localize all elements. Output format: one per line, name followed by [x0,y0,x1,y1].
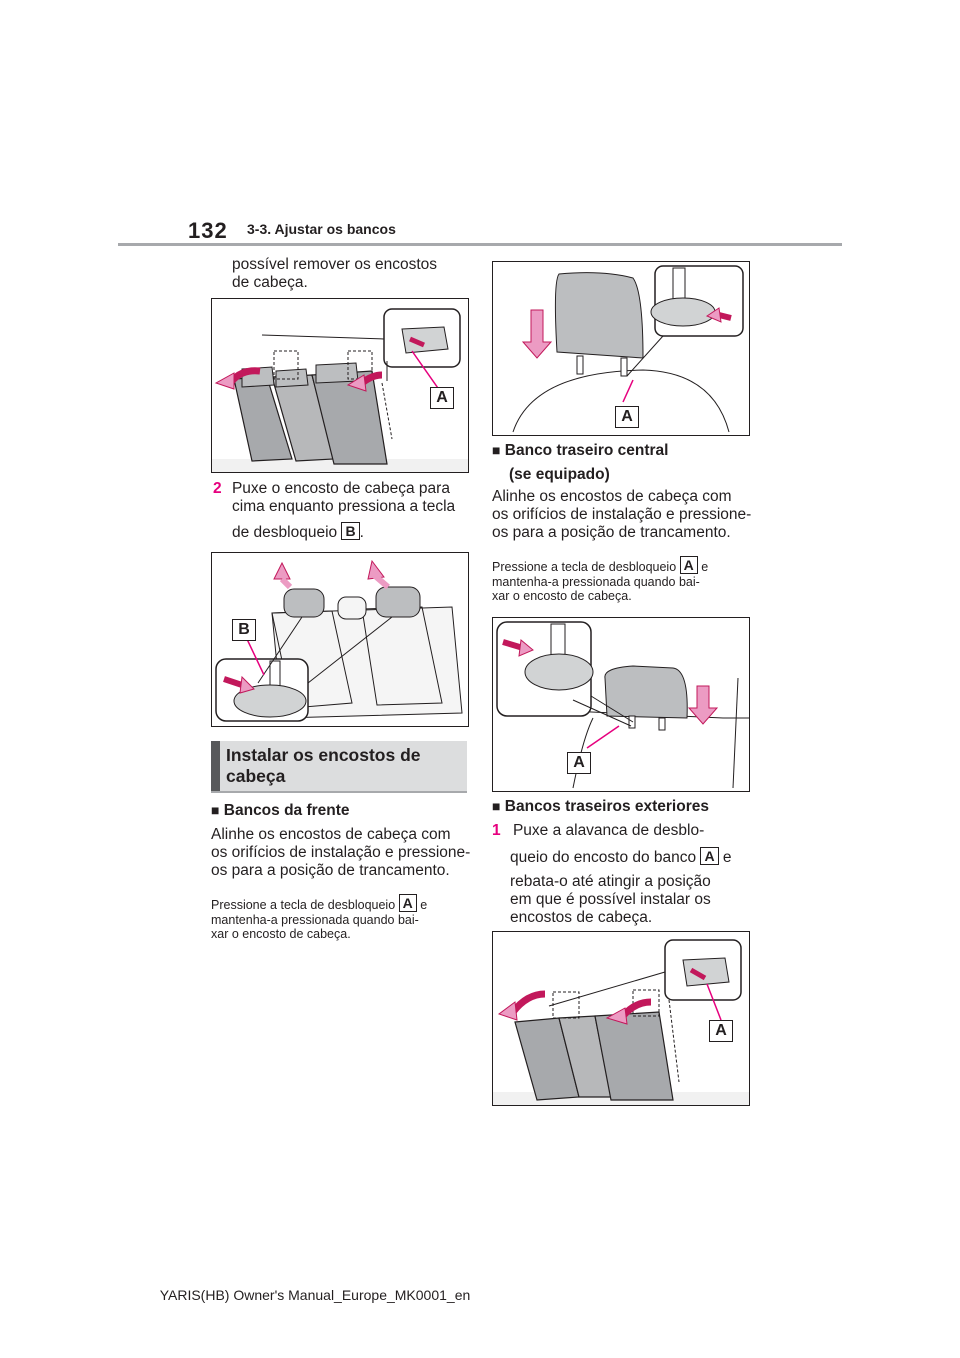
step-number: 1 [492,822,501,839]
pull-headrest-illustration [215,559,463,722]
key-a: A [700,847,719,865]
figure-outer-seat-fold: A [492,931,750,1106]
center-headrest-illustration [512,265,744,433]
center-seat-note: Pressione a tecla de desbloqueio A e man… [492,556,709,603]
section-heading-bar [211,741,220,791]
callout-a: A [567,752,591,774]
section-heading-bg [211,741,467,791]
key-a: A [679,556,698,574]
callout-a: A [430,387,454,409]
front-seats-note: Pressione a tecla de desbloqueio A e man… [211,894,428,941]
key-a: A [398,894,417,912]
callout-a: A [615,406,639,428]
footer: YARIS(HB) Owner's Manual_Europe_MK0001_e… [159,1287,471,1303]
front-seats-title: ■ Bancos da frente [211,802,350,819]
center-seat-text: Alinhe os encostos de cabeça com os orif… [492,488,752,541]
intro-line-1: possível remover os encostos [232,256,438,273]
figure-center-headrest-lower: A [492,617,750,792]
center-seat-title: ■ Banco traseiro central (se equipado) [492,442,669,483]
step-2: 2 Puxe o encosto de cabeça para cima enq… [213,480,456,541]
section-title: 3-3. Ajustar os bancos [247,221,396,237]
step-1: 1 Puxe a alavanca de desblo- queio do en… [492,822,732,926]
page-number: 132 [188,218,228,243]
heading-line-2: cabeça [226,766,286,786]
figure-pull-headrest: B [211,552,469,727]
key-b: B [341,522,360,540]
heading-rule [211,791,467,793]
callout-b: B [232,619,256,641]
rear-seat-fold-illustration [212,308,468,472]
intro-line-2: de cabeça. [232,274,308,291]
outer-seat-fold-illustration [493,939,749,1105]
step2-line-2: cima enquanto pressiona a tecla [232,498,456,515]
square-bullet-icon: ■ [492,442,501,458]
heading-line-1: Instalar os encostos de [226,745,421,765]
step2-line-1: Puxe o encosto de cabeça para [231,480,450,497]
figure-center-headrest: A [492,261,750,436]
center-headrest-lower-illustration [496,621,749,789]
front-seats-text: Alinhe os encostos de cabeça com os orif… [211,826,471,879]
figure-rear-seat-fold: A [211,298,469,473]
outer-seats-title: ■ Bancos traseiros exteriores [492,798,709,815]
header-rule [118,243,842,246]
square-bullet-icon: ■ [211,802,220,818]
square-bullet-icon: ■ [492,798,501,814]
callout-a: A [709,1020,733,1042]
step-number: 2 [213,480,222,497]
section-heading: Instalar os encostos de cabeça [226,745,421,787]
intro-text: possível remover os encostos de cabeça. [232,256,437,292]
step2-line-3: de desbloqueio [232,524,338,541]
